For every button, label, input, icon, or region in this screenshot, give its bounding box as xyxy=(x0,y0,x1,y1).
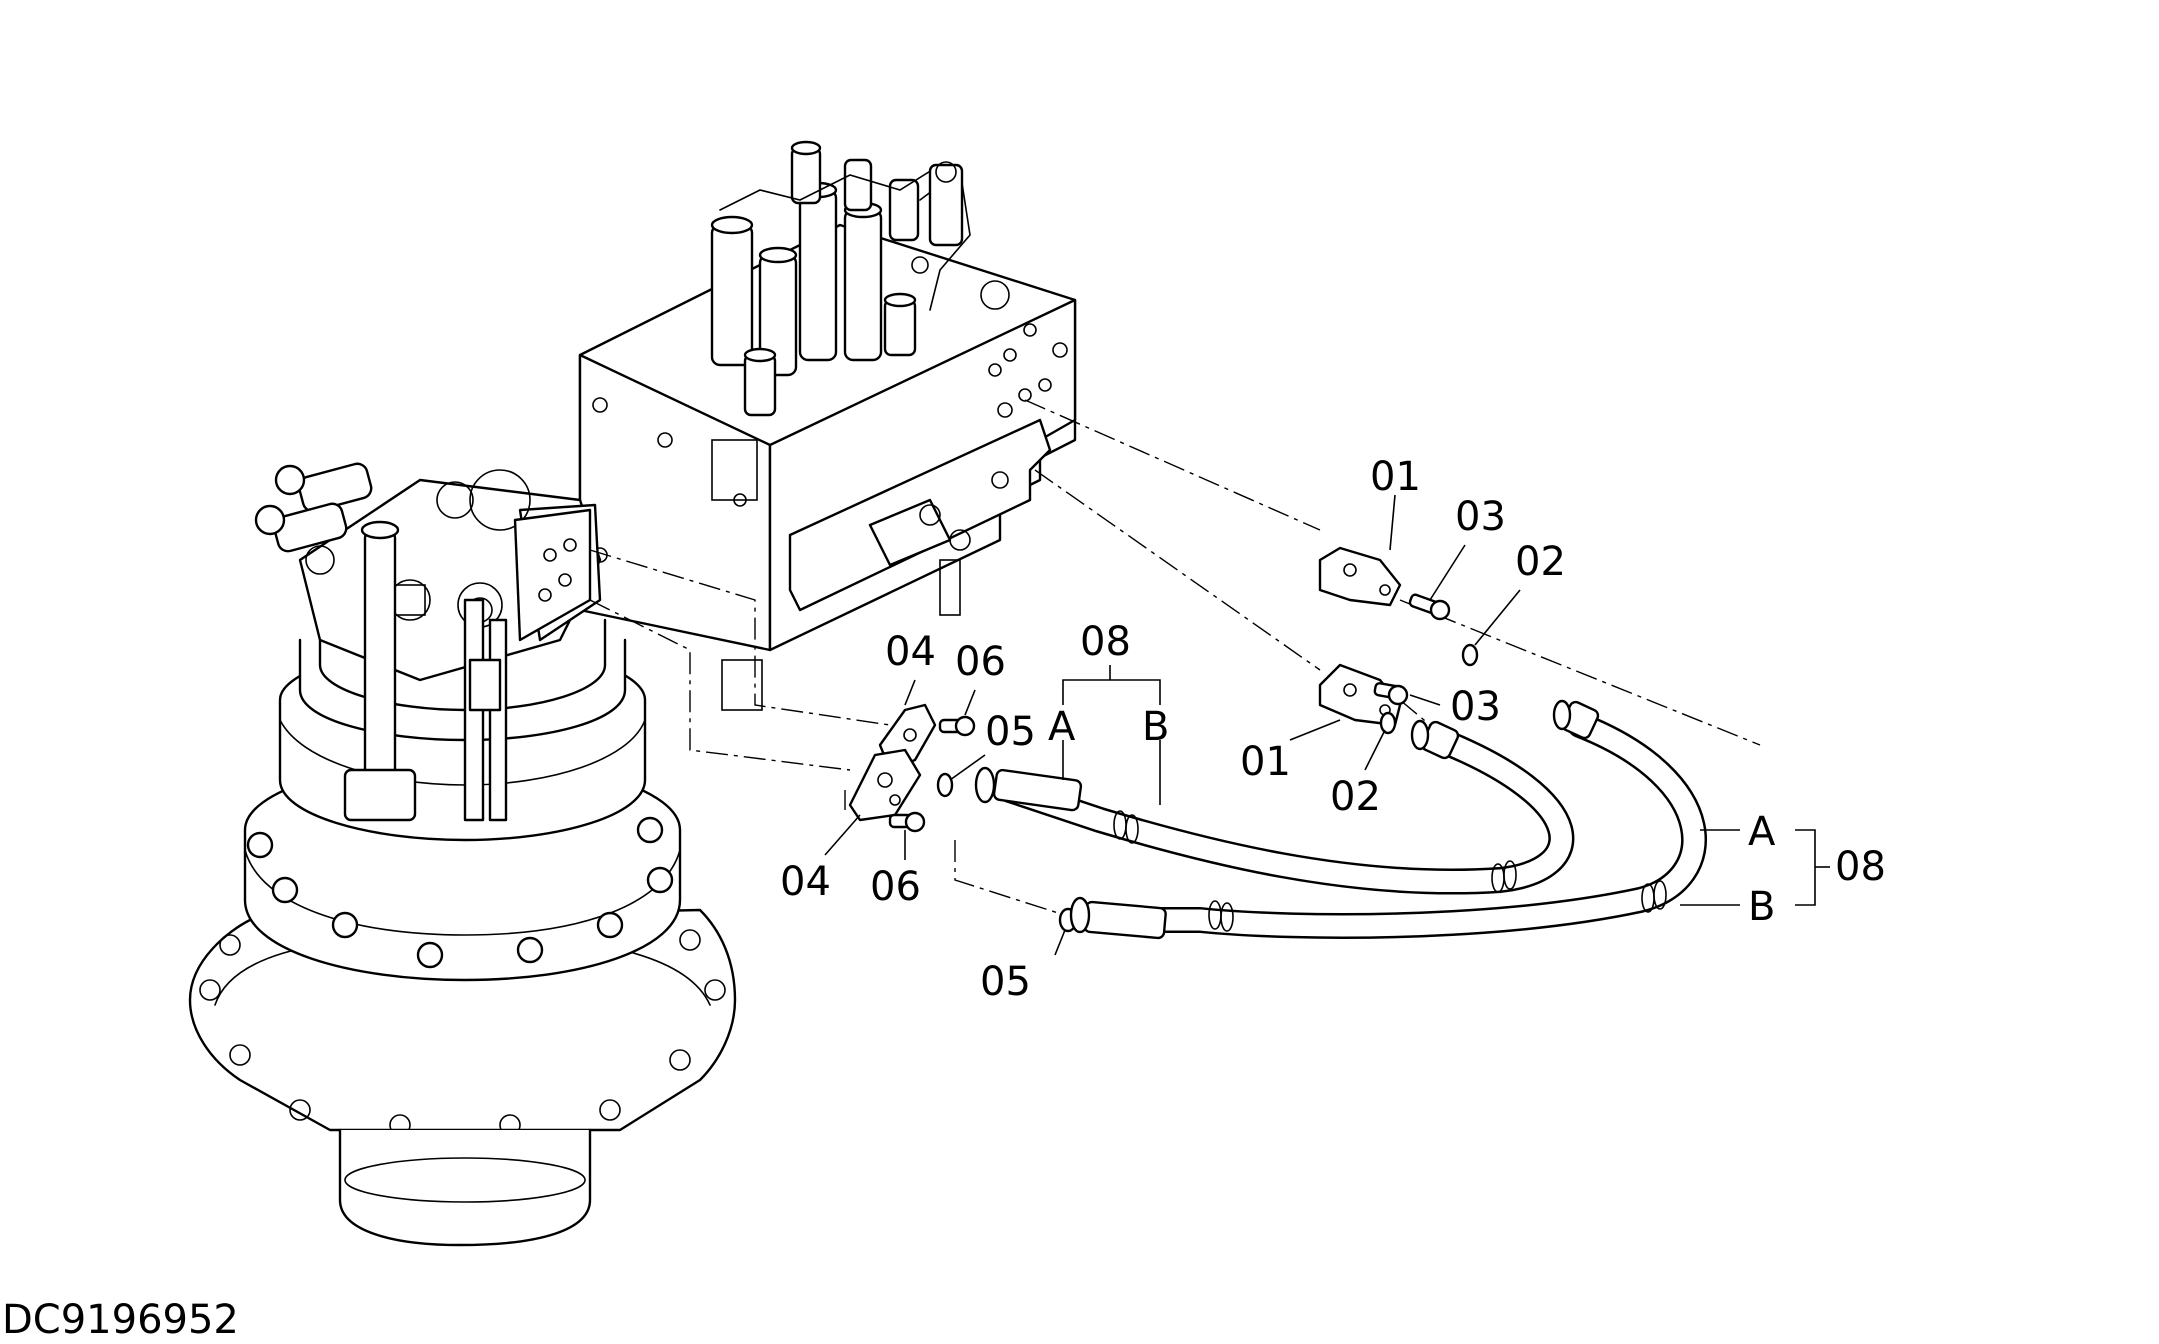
hose-assembly-upper-pair xyxy=(974,699,1708,940)
o-ring-upper xyxy=(1461,643,1479,667)
routing-lines xyxy=(589,399,1761,921)
hose-letter-left-b: B xyxy=(1142,704,1169,750)
o-ring-middle xyxy=(1379,711,1397,735)
callout-02-middle: 02 xyxy=(1330,774,1381,820)
callout-04-lower: 04 xyxy=(780,859,831,905)
callout-01-middle: 01 xyxy=(1240,739,1291,785)
callout-02-upper: 02 xyxy=(1515,539,1566,585)
bolt-middle xyxy=(1373,682,1409,706)
callout-03-upper: 03 xyxy=(1455,494,1506,540)
callout-05-upper: 05 xyxy=(985,709,1036,755)
callout-06-lower: 06 xyxy=(870,864,921,910)
control-valve xyxy=(578,140,1077,711)
callout-04-upper: 04 xyxy=(885,629,936,675)
swing-motor xyxy=(188,462,737,1247)
bolt-upper xyxy=(1408,593,1451,621)
hose-letter-left-a: A xyxy=(1048,704,1076,750)
o-ring-flange-upper xyxy=(936,772,954,798)
callout-05-lower: 05 xyxy=(980,959,1031,1005)
callout-03-middle: 03 xyxy=(1450,684,1501,730)
leader-lines xyxy=(824,494,1830,956)
hose-letter-right-b: B xyxy=(1748,884,1775,930)
callout-labels: 01 03 02 03 01 02 04 06 05 04 06 05 08 0… xyxy=(780,454,1886,1005)
callout-08-right: 08 xyxy=(1835,844,1886,890)
hose-end-letters: A B A B xyxy=(1048,704,1776,930)
spool-caps xyxy=(710,140,1010,417)
document-id: DC9196952 xyxy=(2,1297,239,1343)
hose-letter-right-a: A xyxy=(1748,809,1776,855)
split-flange-lower xyxy=(848,748,922,822)
callout-06-upper: 06 xyxy=(955,639,1006,685)
callout-01-upper: 01 xyxy=(1370,454,1421,500)
flange-middle xyxy=(1318,663,1402,727)
bolt-flange-lower xyxy=(888,811,926,833)
bolt-flange-upper xyxy=(938,715,976,737)
callout-08-left: 08 xyxy=(1080,619,1131,665)
flange-upper xyxy=(1318,546,1402,607)
